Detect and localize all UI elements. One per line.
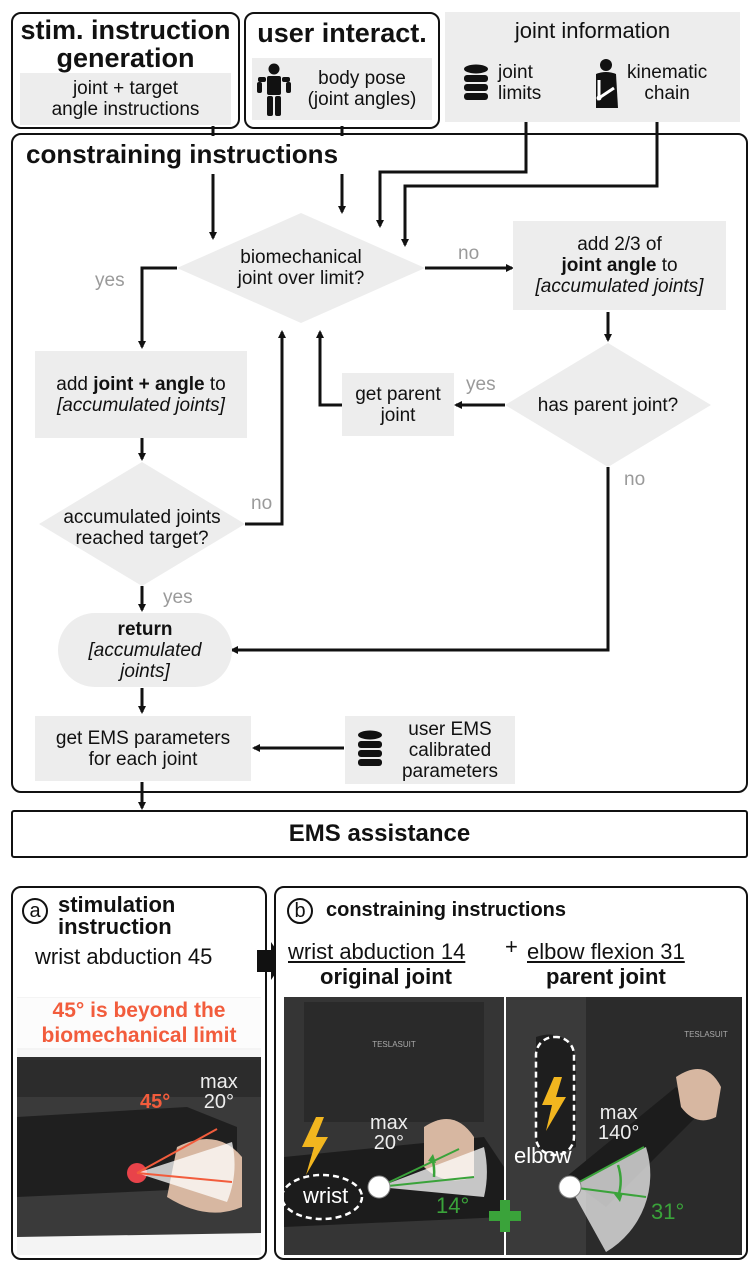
no-label-2: no [624,469,646,490]
right-role-label: parent joint [546,964,666,989]
return-box: return [accumulated joints] [58,613,232,687]
calibrated-box: user EMS calibrated parameters [345,716,515,784]
wrist-abduction-photo: TESLASUIT [284,997,504,1255]
svg-text:TESLASUIT: TESLASUIT [372,1040,416,1049]
no-label-3: no [251,493,273,514]
green-plus-icon [489,1200,521,1232]
left-photo-scene: TESLASUIT [284,997,504,1255]
add-two-thirds-box: add 2/3 of joint angle to [accumulated j… [513,221,726,310]
stim-generation-sub: joint + target angle instructions [20,73,231,125]
angle-31-label: 31° [651,1199,685,1224]
elbow-flexion-photo: TESLASUIT [506,997,742,1255]
biomechanical-decision [177,213,425,323]
constraining-instructions-title: constraining instructions [26,139,339,169]
yes-label-1: yes [95,270,125,291]
stim-generation-title: stim. instruction generation [20,15,231,73]
right-joint-label: elbow flexion 31 [527,939,685,964]
has-parent-label: has parent joint? [537,395,679,416]
panel-a-title: stimulation instruction [58,892,176,939]
flowchart [39,122,711,810]
wrist-label: wrist [303,1183,349,1208]
plus-sign-text: + [505,934,518,959]
left-joint-label: wrist abduction 14 [288,939,466,964]
biomechanical-label: biomechanical joint over limit? [237,247,365,289]
angle-45-label: 45° [140,1091,171,1113]
right-photo-scene: TESLASUIT [506,997,742,1255]
max-140-label: max 140° [598,1102,640,1144]
accumulated-label: accumulated joints reached target? [63,507,221,549]
joint-information-box: joint information [445,12,740,122]
max-20-label-a: max 20° [200,1071,238,1113]
stim-generation-box: stim. instruction generation joint + tar… [11,12,240,129]
add-joint-angle-box: add joint + angle to [accumulated joints… [35,351,247,438]
angle-14-label: 14° [436,1193,470,1218]
joint-information-title: joint information [514,18,671,43]
elbow-label: elbow [514,1143,572,1168]
connector-lines [138,122,659,810]
yes-label-3: yes [163,587,193,608]
kinematic-chain-icon [596,59,618,108]
ems-assistance-box: EMS assistance [11,810,748,858]
panel-b-title: constraining instructions [326,899,567,921]
panel-a-instruction: wrist abduction 45 [35,944,213,969]
user-interact-title: user interact. [257,18,427,48]
body-pose-icon [257,63,291,116]
get-ems-box: get EMS parameters for each joint [35,716,251,781]
left-role-label: original joint [320,964,452,989]
svg-text:TESLASUIT: TESLASUIT [684,1030,728,1039]
get-parent-box: get parent joint [342,373,454,436]
database-icon-calibrated [358,730,382,766]
max-20-label-b: max 20° [370,1112,408,1154]
has-parent-decision [505,343,711,467]
joint-limits-label: joint limits [498,62,542,104]
yes-label-2: yes [466,374,496,395]
decision-shapes [39,213,711,586]
kinematic-chain-label: kinematic chain [627,62,708,104]
accumulated-decision [39,462,245,586]
body-pose-box: body pose (joint angles) [252,58,432,120]
no-label-1: no [458,243,480,264]
panel-b-letter: b [287,898,313,924]
beyond-limit-warning: 45° is beyond the biomechanical limit [17,998,261,1048]
database-icon [464,64,488,100]
panel-a-letter: a [22,898,48,924]
user-interact-box: user interact. body pose (joint angles) [244,12,440,129]
